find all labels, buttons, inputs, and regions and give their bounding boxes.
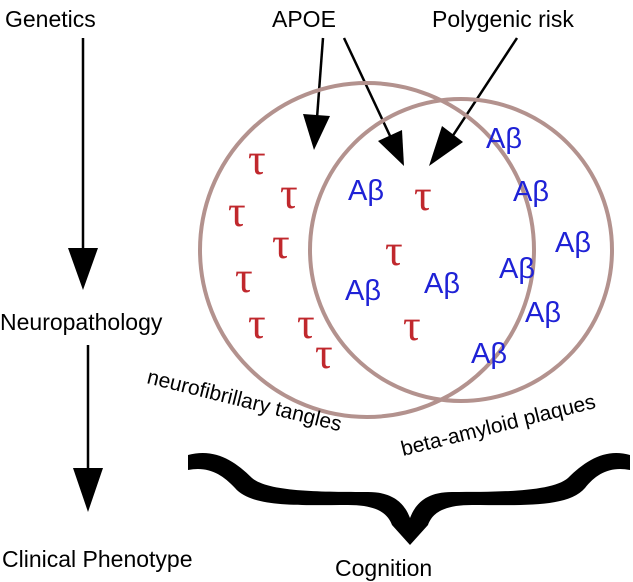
arrowhead-down-1 (68, 248, 98, 290)
tau-marker: τ (235, 253, 253, 302)
amyloid-marker: Aβ (513, 176, 549, 208)
tau-marker: τ (297, 299, 315, 348)
polygenic-arrow-to-overlap (450, 37, 519, 138)
clinical-phenotype-label: Clinical Phenotype (2, 546, 193, 572)
beta-amyloid-plaques-circle (308, 97, 614, 403)
tau-marker: τ (414, 171, 432, 220)
amyloid-marker: Aβ (348, 175, 384, 207)
apoe-arrow-to-tangles (315, 37, 325, 119)
amyloid-marker: Aβ (555, 227, 591, 259)
tau-marker: τ (248, 299, 266, 348)
tau-marker: τ (385, 226, 403, 275)
polygenic-risk-label: Polygenic risk (432, 6, 574, 32)
amyloid-marker: Aβ (345, 275, 381, 307)
tau-marker: τ (248, 135, 266, 184)
tau-marker: τ (403, 301, 421, 350)
amyloid-marker: Aβ (424, 268, 460, 300)
apoe-arrow-to-overlap (342, 37, 393, 139)
arrowhead-down-2 (73, 468, 103, 512)
arrowhead-apoe-tangles (303, 114, 330, 150)
cognition-brace (188, 452, 630, 545)
genetics-label: Genetics (5, 6, 96, 32)
amyloid-marker: Aβ (486, 123, 522, 155)
cognition-label: Cognition (335, 555, 432, 581)
apoe-label: APOE (272, 6, 336, 32)
amyloid-marker: Aβ (525, 297, 561, 329)
neurofibrillary-tangles-circle (198, 81, 536, 419)
beta-amyloid-plaques-label: beta-amyloid plaques (399, 390, 598, 461)
amyloid-marker: Aβ (471, 338, 507, 370)
arrowhead-polygenic-overlap (429, 126, 463, 166)
tau-marker: τ (315, 329, 333, 378)
tau-marker: τ (272, 219, 290, 268)
arrowhead-apoe-overlap (378, 130, 404, 166)
neuropathology-label: Neuropathology (0, 309, 163, 335)
amyloid-marker: Aβ (499, 253, 535, 285)
tau-marker: τ (228, 187, 246, 236)
tau-marker: τ (280, 169, 298, 218)
